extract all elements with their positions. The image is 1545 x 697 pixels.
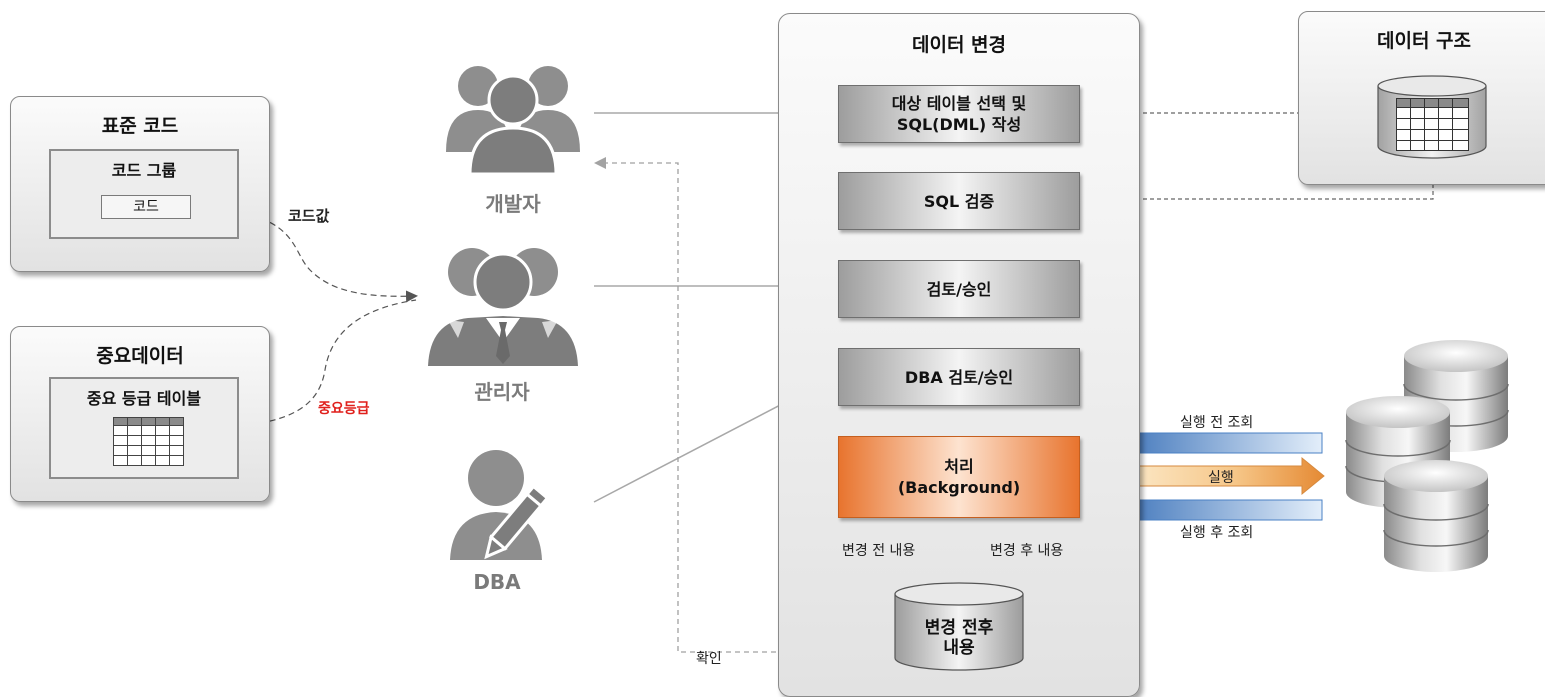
table-database-icon [1377, 75, 1487, 159]
process-line1: 처리 [944, 457, 974, 476]
importance-table-label: 중요 등급 테이블 [86, 389, 202, 408]
select-table-line1: 대상 테이블 선택 및 [891, 94, 1027, 113]
review-step: 검토/승인 [838, 260, 1080, 318]
code-value-label: 코드값 [288, 207, 330, 225]
drum-line2: 내용 [943, 638, 975, 658]
drum-line1: 변경 전후 [924, 618, 994, 638]
dba-review-step: DBA 검토/승인 [838, 348, 1080, 406]
importance-grade-label: 중요등급 [318, 401, 370, 417]
code-group-box: 코드 그룹 코드 [49, 149, 239, 239]
importance-table-box: 중요 등급 테이블 [49, 377, 239, 479]
database-stack-icon [1345, 339, 1509, 573]
developer-label: 개발자 [485, 192, 541, 216]
sql-verify-step: SQL 검증 [838, 172, 1080, 230]
run-label: 실행 [1208, 470, 1234, 486]
importance-grade-curve [239, 299, 417, 427]
confirm-label: 확인 [696, 651, 722, 667]
code-chip: 코드 [101, 195, 191, 219]
after-query-label: 실행 후 조회 [1180, 525, 1254, 541]
data-change-title: 데이터 변경 [911, 34, 1006, 56]
before-content-label: 변경 전 내용 [842, 543, 916, 559]
important-data-panel: 중요데이터 중요 등급 테이블 [10, 326, 270, 502]
confirm-dashed-loop [594, 157, 893, 653]
select-table-line2: SQL(DML) 작성 [896, 115, 1022, 134]
dba-person-icon [450, 450, 550, 560]
developer-group-icon [446, 66, 580, 176]
dba-label: DBA [473, 570, 521, 594]
standard-code-title: 표준 코드 [101, 115, 179, 137]
process-step: 처리 (Background) [838, 436, 1080, 518]
manager-group-icon [428, 248, 578, 366]
process-line2: (Background) [897, 478, 1021, 497]
important-data-title: 중요데이터 [96, 345, 184, 367]
change-history-drum [894, 582, 1024, 671]
table-grid-icon [113, 417, 184, 466]
data-structure-title: 데이터 구조 [1376, 30, 1471, 52]
after-content-label: 변경 후 내용 [990, 543, 1064, 559]
standard-code-panel: 표준 코드 코드 그룹 코드 [10, 96, 270, 272]
manager-label: 관리자 [474, 380, 530, 404]
code-group-label: 코드 그룹 [111, 161, 177, 180]
before-query-label: 실행 전 조회 [1180, 415, 1254, 431]
select-table-step: 대상 테이블 선택 및 SQL(DML) 작성 [838, 85, 1080, 143]
drum-text: 변경 전후 내용 [893, 618, 1025, 658]
